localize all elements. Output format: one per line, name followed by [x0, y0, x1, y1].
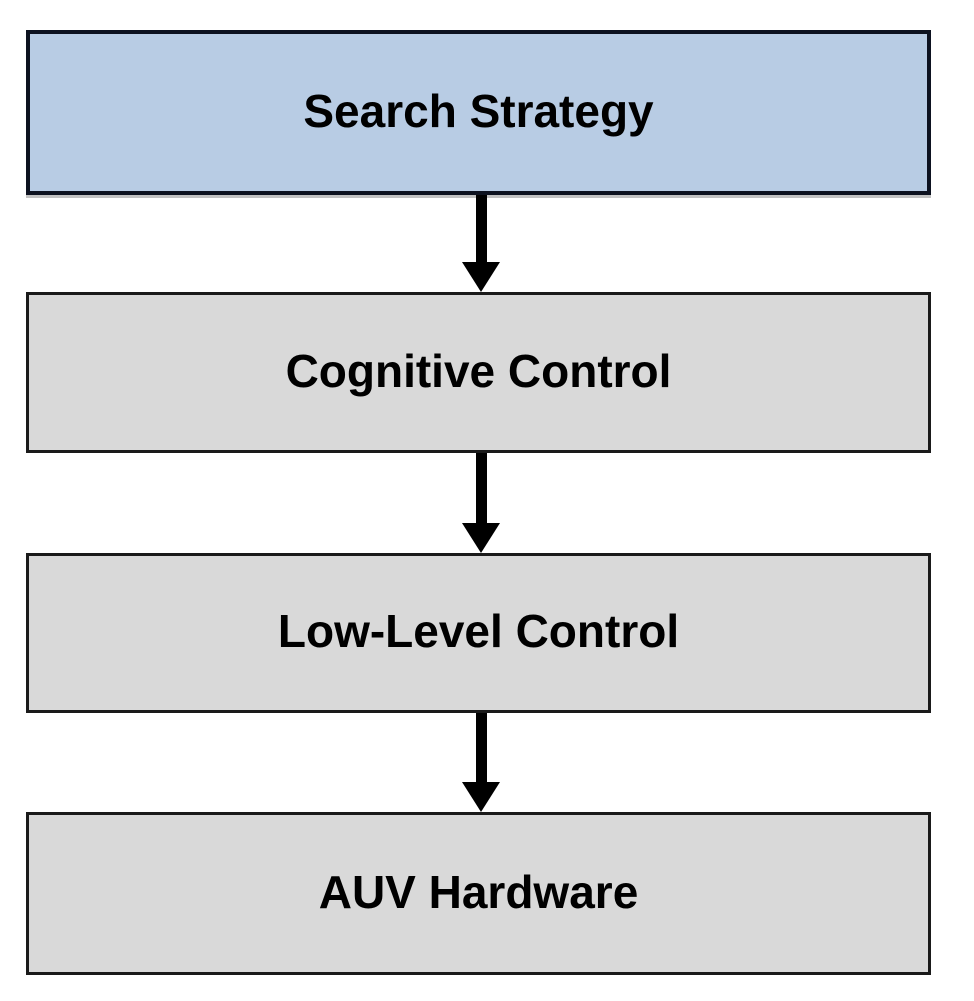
down-arrow [462, 713, 500, 812]
flow-box-label: Cognitive Control [285, 344, 672, 397]
down-arrow [462, 453, 500, 553]
arrow-shaft [475, 453, 487, 523]
arrow-shaft [475, 195, 487, 262]
flow-box-label: AUV Hardware [318, 865, 639, 918]
flow-box-cognitive-control: Cognitive Control [26, 292, 931, 453]
down-arrow [462, 195, 500, 292]
arrow-head-icon [462, 782, 500, 812]
flow-box-auv-hardware: AUV Hardware [26, 812, 931, 975]
flow-box-label: Low-Level Control [277, 605, 680, 657]
arrow-head-icon [462, 523, 500, 553]
arrow-shaft [475, 713, 487, 782]
flow-box-low-level-control: Low-Level Control [26, 553, 931, 713]
arrow-head-icon [462, 262, 500, 292]
flow-box-search-strategy: Search Strategy [26, 30, 931, 195]
flow-box-label: Search Strategy [303, 84, 654, 137]
